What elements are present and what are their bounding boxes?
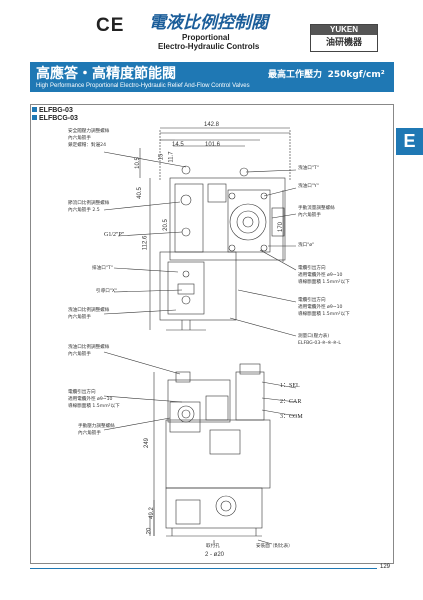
ann-lower-cable-c: 導線斷面積 1.5mm²以下	[68, 404, 120, 409]
section-banner: 高應答・高精度節能閥 High Performance Proportional…	[30, 62, 394, 92]
max-pressure-label: 最高工作壓力	[268, 70, 323, 80]
dim-15: 15	[158, 153, 165, 161]
ann-mount-hole: 取付孔	[206, 544, 220, 549]
max-pressure: 最高工作壓力 250kgf/cm²	[268, 67, 385, 80]
ann-sol-2: 2：CAR	[280, 399, 302, 405]
ann-sol-3: 3：COM	[280, 414, 303, 420]
ann-lower-relief-2: 洩油口比例調整螺絲	[68, 345, 110, 350]
ann-port-r: 排油口"T"	[92, 266, 113, 271]
ann-solenoid-1-c: 導線斷面積 1.5mm²以下	[298, 280, 350, 285]
ann-solenoid-label: 測量口(壓力表)	[298, 334, 330, 339]
ann-lower-hex-3: 內六角扳手	[78, 431, 101, 436]
drawing-frame	[30, 104, 394, 564]
model-2-text: ELFBCG-03	[39, 115, 78, 122]
ann-solenoid-1-b: 適用電纜外徑 ø9~10	[298, 273, 343, 278]
ann-lower-cable-a: 電纜引出方向	[68, 390, 96, 395]
ann-port-pilot-drain: 洩油口"T"	[298, 166, 319, 171]
ann-port-drain: 洩油口"Y"	[298, 184, 319, 189]
ann-manual-flow: 手動流量調整螺絲	[298, 206, 335, 211]
page-title-zh: 電液比例控制閥	[149, 13, 268, 33]
ann-hex-wrench-2: 內六角扳手 2.5	[68, 208, 100, 213]
ann-lower-cable-b: 適用電纜外徑 ø9~10	[68, 397, 113, 402]
dim-2-20: 2 - ø20	[205, 552, 225, 558]
model-label-2: ELFBCG-03	[32, 115, 78, 122]
ann-hex-wrench-1: 內六角扳手	[68, 136, 91, 141]
ann-pressure-tap: 安裝面（對比表）	[256, 544, 293, 549]
ann-sol-1: 1：SEL	[280, 383, 300, 389]
ann-lower-hex-1: 內六角扳手	[68, 315, 91, 320]
ann-lock-nut: 鎖定螺帽：對邊24	[68, 143, 107, 148]
ann-solenoid-2-c: 導線斷面積 1.5mm²以下	[298, 312, 350, 317]
ann-solenoid-label2: ELFBG-03-※-※-※-L	[298, 341, 341, 346]
page-title-en-line1: Proportional	[182, 33, 230, 42]
ce-mark: CE	[96, 15, 125, 36]
dim-20: 20	[146, 527, 153, 535]
dim-249: 249	[144, 437, 151, 449]
banner-title: 高應答・高精度節能閥	[36, 66, 176, 82]
dim-10-5: 10.5	[134, 157, 141, 169]
ann-port-y: 洩口"ø"	[298, 243, 315, 248]
yuken-logo: YUKEN 油研機器	[310, 24, 378, 52]
max-pressure-value: 250kgf/cm²	[327, 70, 385, 80]
dim-170: 170	[278, 221, 285, 233]
ann-flow-adjust: 節流口比例調整螺絲	[68, 201, 110, 206]
section-tab-e[interactable]: E	[396, 128, 423, 155]
logo-bottom-text: 油研機器	[325, 37, 362, 47]
dim-40-5: 40.5	[136, 187, 143, 199]
ann-manual-lower: 手動壓力調整螺絲	[78, 424, 115, 429]
ann-solenoid-2-a: 電纜引出方向	[298, 298, 326, 303]
ann-solenoid-2-b: 適用電纜外徑 ø9~10	[298, 305, 343, 310]
page-number: 129	[380, 564, 391, 570]
dim-101-6: 101.6	[205, 142, 221, 148]
dim-142-8: 142.8	[204, 122, 220, 128]
dim-112-6: 112.6	[142, 235, 149, 251]
dim-49-2: 49.2	[148, 507, 155, 519]
banner-subtitle: High Performance Proportional Electro-Hy…	[36, 83, 250, 89]
ann-lower-hex-2: 內六角扳手	[68, 352, 91, 357]
dim-11-7: 11.7	[168, 151, 175, 163]
ann-port-g: G1/2"P"	[104, 232, 125, 238]
dim-20-5: 20.5	[162, 219, 169, 231]
ann-lower-relief-1: 洩油口比例調整螺絲	[68, 308, 110, 313]
ann-solenoid-1-a: 電纜引出方向	[298, 266, 326, 271]
logo-top-text: YUKEN	[311, 25, 377, 35]
footer-divider	[30, 568, 377, 569]
ann-relief-adjust: 安全閥壓力調整螺絲	[68, 129, 110, 134]
page-title-en-line2: Electro-Hydraulic Controls	[158, 42, 260, 51]
bullet-square-icon	[32, 107, 37, 112]
bullet-square-icon	[32, 115, 37, 120]
model-1-text: ELFBG-03	[39, 107, 73, 114]
dim-14-5: 14.5	[172, 142, 184, 148]
ann-hex-wrench-3: 內六角扳手	[298, 213, 321, 218]
model-label-1: ELFBG-03	[32, 107, 73, 114]
ann-port-x: 引導口"X"	[96, 289, 118, 294]
